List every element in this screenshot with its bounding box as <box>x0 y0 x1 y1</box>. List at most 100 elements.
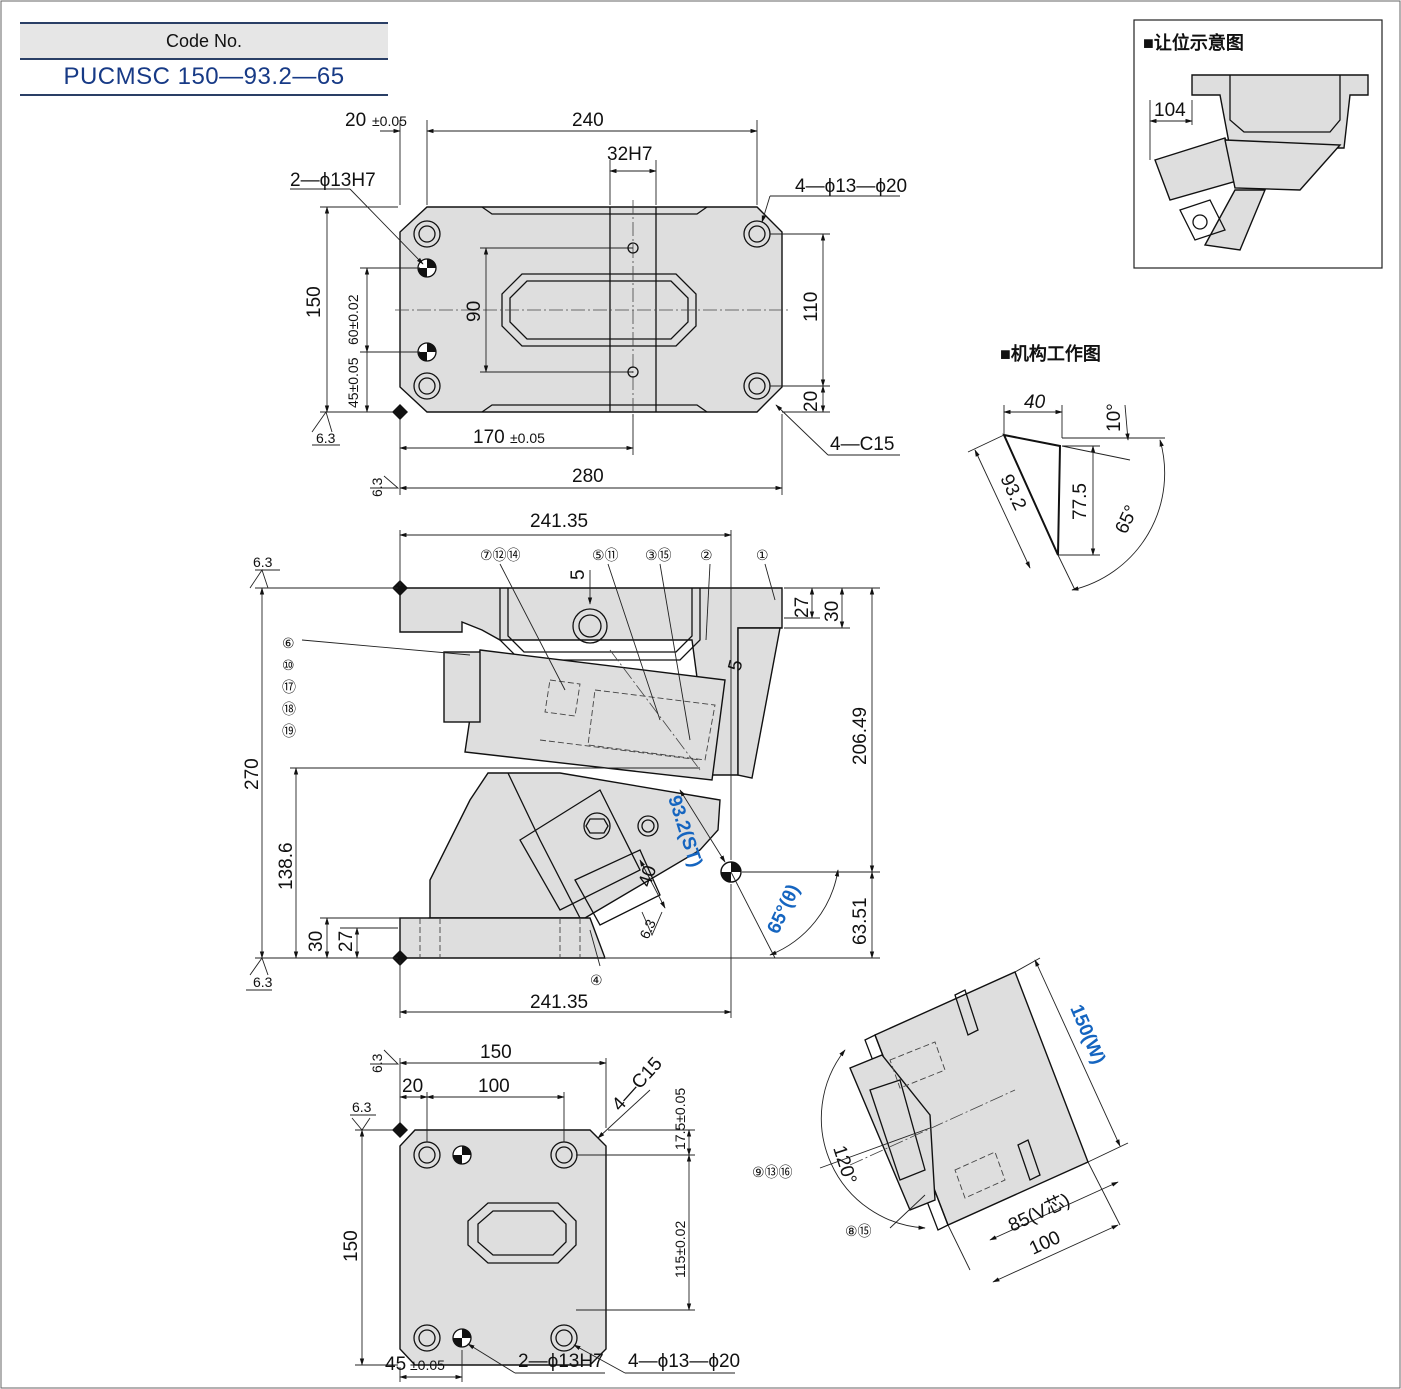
dim-110: 110 <box>801 292 822 322</box>
balloon-2: ② <box>700 547 713 563</box>
note-4-hole-top: 4—ϕ13—ϕ20 <box>795 176 907 197</box>
dim-170: 170 <box>473 427 505 448</box>
balloon-8-15: ⑧⑮ <box>845 1223 872 1239</box>
balloon-5-11: ⑤⑪ <box>592 547 619 563</box>
balloon-9-13-16: ⑨⑬⑯ <box>752 1164 793 1180</box>
dim-20-tol: ±0.05 <box>372 113 407 129</box>
dim-20-top: 20 <box>345 110 366 131</box>
roughness-front-top: 6.3 <box>253 554 273 570</box>
dowel-hole-2 <box>417 342 437 362</box>
dim-30: 30 <box>822 601 843 622</box>
counterbore-hole-tl <box>413 220 441 248</box>
dim-45: 45±0.05 <box>345 357 361 408</box>
dim-206: 206.49 <box>850 707 871 765</box>
bottom-note-4-hole: 4—ϕ13—ϕ20 <box>628 1351 740 1372</box>
dim-138: 138.6 <box>276 842 297 890</box>
dim-32h7: 32H7 <box>607 144 652 165</box>
screw-inner <box>578 614 602 638</box>
bottom-dim-115: 115±0.02 <box>672 1221 688 1278</box>
screw-head <box>572 608 608 644</box>
dim-90: 90 <box>464 301 485 322</box>
balloon-3-15: ③⑮ <box>645 547 672 563</box>
slide-guide <box>737 627 781 779</box>
roughness-front-bot: 6.3 <box>253 974 273 990</box>
relief-dim-104: 104 <box>1154 100 1186 121</box>
bottom-chamfer: 4—C15 <box>608 1053 667 1115</box>
mech-dim-775: 77.5 <box>1070 483 1091 520</box>
iso-dim-100: 100 <box>1026 1227 1064 1259</box>
dim-241-bot: 241.35 <box>530 992 588 1013</box>
mechanism-diagram: ■机构工作图 40 93.2 77.5 10° 65° <box>967 343 1166 591</box>
dim-240: 240 <box>572 110 604 131</box>
dim-60: 60±0.02 <box>345 294 361 345</box>
center-window-inner <box>509 280 689 340</box>
bottom-dim-150v: 150 <box>341 1230 362 1262</box>
relief-title: ■让位示意图 <box>1143 32 1244 53</box>
mech-dim-40: 40 <box>1024 392 1046 413</box>
counterbore-hole-bl <box>413 372 441 400</box>
iso-dim-150w: 150(W) <box>1065 1002 1109 1068</box>
lower-base <box>399 917 607 959</box>
bottom-plate <box>399 1129 607 1366</box>
bottom-slot-edge <box>481 404 708 413</box>
balloon-10: ⑩ <box>282 657 295 673</box>
bottom-hole-br <box>550 1324 578 1352</box>
dim-5b: 5 <box>725 658 748 674</box>
mech-angle-10: 10° <box>1104 403 1125 432</box>
mechanism-triangle <box>1002 433 1062 556</box>
balloon-7-12-14: ⑦⑫⑭ <box>480 547 521 563</box>
iso-dim-85v: 85(V芯) <box>1005 1189 1074 1237</box>
balloon-4: ④ <box>590 972 603 988</box>
bottom-dim-20: 20 <box>402 1076 423 1097</box>
dim-150-left: 150 <box>304 286 325 318</box>
code-label: Code No. <box>20 22 388 60</box>
dim-280: 280 <box>572 466 604 487</box>
roughness-bottom-1: 6.3 <box>369 1053 385 1073</box>
mechanism-title: ■机构工作图 <box>1000 343 1101 364</box>
center-window <box>501 273 697 347</box>
dim-6351: 63.51 <box>850 897 871 945</box>
dim-241-top: 241.35 <box>530 511 588 532</box>
bottom-note-2-hole: 2—ϕ13H7 <box>518 1351 604 1372</box>
iso-view: 150(W) 85(V芯) 100 120° ⑨⑬⑯ ⑧⑮ <box>752 957 1129 1283</box>
dim-20-right: 20 <box>801 391 822 412</box>
top-slot-edge <box>481 206 708 215</box>
balloon-18: ⑱ <box>282 701 296 717</box>
balloon-17: ⑰ <box>282 679 296 695</box>
note-chamfer-top: 4—C15 <box>830 434 894 455</box>
bottom-dim-175: 17.5±0.05 <box>672 1088 688 1150</box>
holder-pocket-inner <box>507 588 693 653</box>
small-hole-1 <box>627 242 639 254</box>
angle-theta: 65°(θ) <box>763 881 804 937</box>
balloon-6: ⑥ <box>282 635 295 651</box>
dim-27: 27 <box>792 597 813 618</box>
roughness-bottom-2: 6.3 <box>352 1099 372 1115</box>
relief-diagram: ■让位示意图 104 <box>1133 19 1383 269</box>
bottom-view: 150 20 100 4—C15 17.5±0.05 115±0.02 150 … <box>341 1042 740 1382</box>
dim-170-tol: ±0.05 <box>510 430 545 446</box>
top-plate <box>399 206 783 413</box>
bottom-dim-45-tol: ±0.05 <box>410 1357 445 1373</box>
dim-5: 5 <box>568 569 589 580</box>
driver-clamp <box>443 651 481 723</box>
holder-pocket <box>499 588 701 661</box>
dim-270: 270 <box>242 758 263 790</box>
bottom-dim-150: 150 <box>480 1042 512 1063</box>
roughness-front-mid: 6.3 <box>636 917 659 942</box>
balloon-19: ⑲ <box>282 723 296 739</box>
bottom-dim-45: 45 <box>385 1354 406 1375</box>
top-view: 20 ±0.05 240 32H7 2—ϕ13H7 4—ϕ13—ϕ20 150 … <box>290 110 907 497</box>
bottom-hole-bl <box>413 1324 441 1352</box>
roughness-top-2: 6.3 <box>369 477 385 497</box>
front-view: 241.35 241.35 5 5 27 30 206.49 63.51 270… <box>242 511 880 1018</box>
roughness-top: 6.3 <box>316 430 336 446</box>
iso-angle-120: 120° <box>828 1143 860 1187</box>
code-block: Code No. PUCMSC 150—93.2—65 <box>20 20 388 96</box>
code-value: PUCMSC 150—93.2—65 <box>20 60 388 96</box>
dim-27b: 27 <box>336 931 357 952</box>
mech-dim-932: 93.2 <box>995 471 1030 513</box>
dim-30b: 30 <box>306 931 327 952</box>
